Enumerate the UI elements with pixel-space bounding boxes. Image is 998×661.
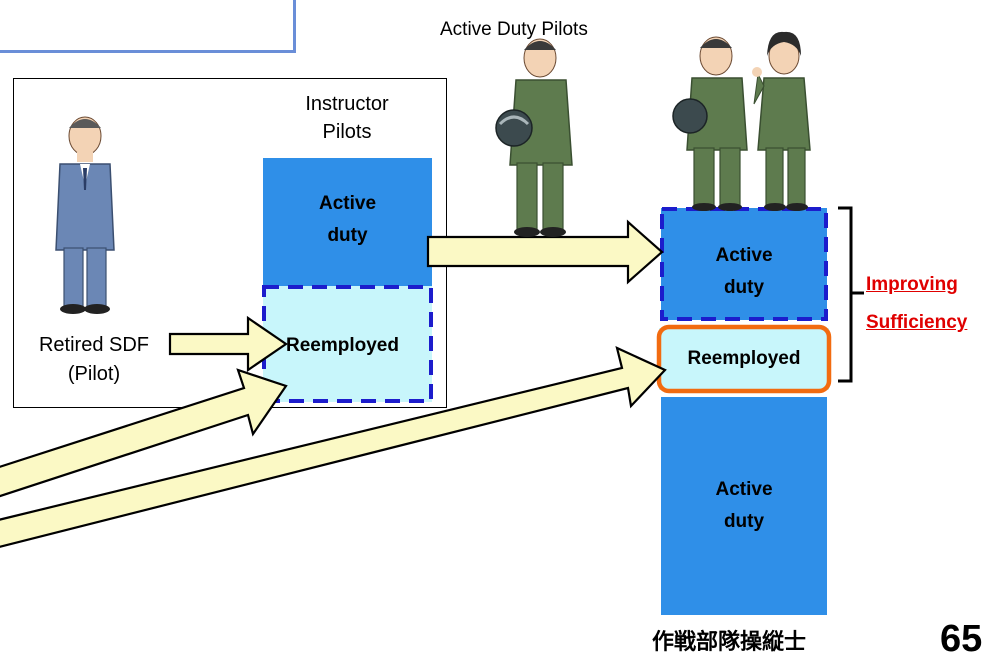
ops-active-top-label: Active duty (715, 245, 773, 298)
instructor-active-label: Active duty (318, 193, 377, 246)
instructor-active-block (263, 158, 432, 286)
page-number: 65 (940, 618, 983, 660)
pilot-with-helmet-figure (495, 38, 573, 237)
active-duty-pilots-label: Active Duty Pilots (440, 19, 588, 40)
operations-pilots-jp-label: 作戦部隊操縦士 (652, 630, 807, 655)
sufficiency-bracket (838, 206, 864, 383)
ops-active-bottom-label: Active duty (715, 479, 773, 532)
ops-reemployed-label: Reemployed (687, 348, 801, 369)
arrow-instructor-to-ops (426, 219, 664, 285)
improving-label-line1: Improving (866, 274, 958, 295)
callout-box (0, 0, 296, 53)
retired-label-line1: Retired SDF (38, 334, 150, 356)
improving-label-line2: Sufficiency (866, 312, 968, 333)
female-pilot-figure (752, 31, 811, 211)
instructor-reemployed-label: Reemployed (286, 335, 399, 356)
instructor-pilots-title: Instructor Pilots (305, 93, 389, 143)
male-pilot-figure (672, 36, 748, 211)
ops-active-bottom-block (661, 397, 827, 615)
retired-label-line2: (Pilot) (67, 363, 121, 385)
